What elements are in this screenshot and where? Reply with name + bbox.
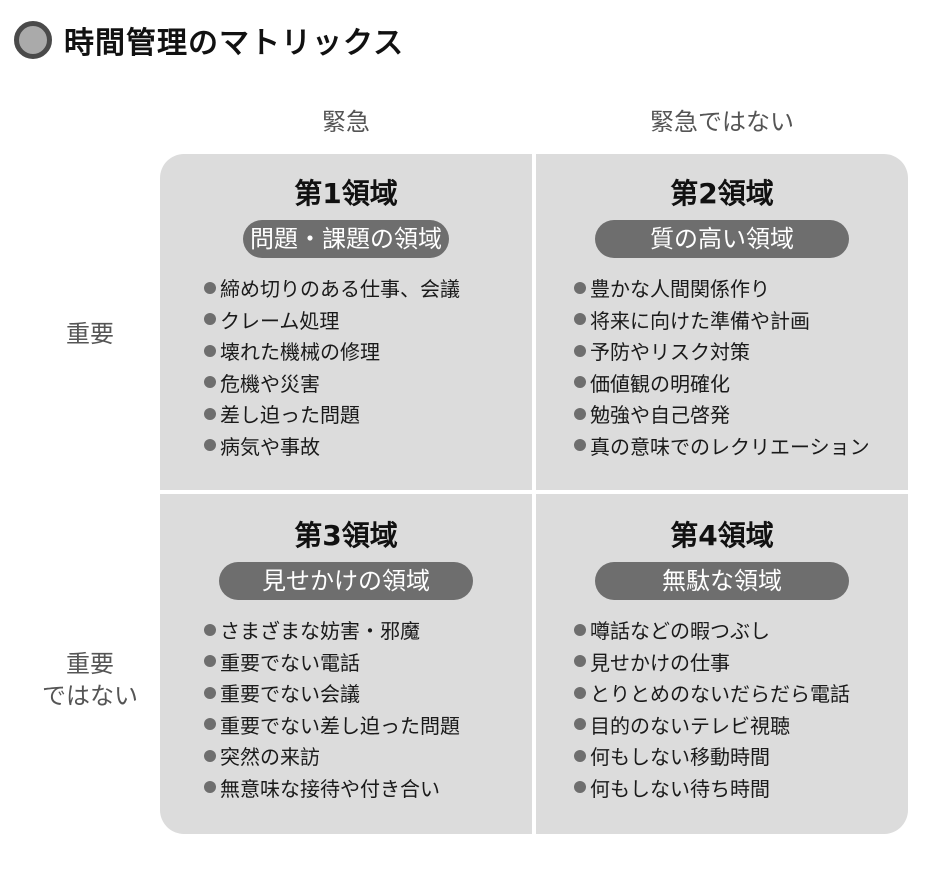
bullet-icon	[204, 623, 216, 636]
bullet-icon	[574, 281, 586, 294]
list-item: とりとめのないだらだら電話	[574, 677, 850, 709]
list-item: 噂話などの暇つぶし	[574, 614, 850, 646]
list-item: 勉強や自己啓発	[574, 398, 870, 430]
list-item: 何もしない移動時間	[574, 740, 850, 772]
list-item: 重要でない電話	[204, 646, 460, 678]
quadrant-2: 第2領域 質の高い領域 豊かな人間関係作り 将来に向けた準備や計画 予防やリスク…	[536, 154, 908, 490]
bullet-icon	[574, 439, 586, 452]
bullet-icon	[204, 407, 216, 420]
quadrant-tag: 質の高い領域	[595, 220, 849, 258]
bullet-icon	[204, 718, 216, 731]
list-item-text: 予防やリスク対策	[590, 340, 750, 365]
bullet-icon	[204, 655, 216, 668]
quadrant-title: 第4領域	[670, 519, 774, 552]
list-item-text: さまざまな妨害・邪魔	[220, 619, 420, 644]
list-item-text: 危機や災害	[220, 371, 320, 396]
list-item-text: 壊れた機械の修理	[220, 340, 380, 365]
bullet-icon	[204, 281, 216, 294]
list-item: 無意味な接待や付き合い	[204, 772, 460, 804]
quadrant-title: 第2領域	[670, 177, 774, 210]
list-item-text: 将来に向けた準備や計画	[590, 308, 810, 333]
list-item-text: 何もしない移動時間	[590, 745, 770, 770]
quadrant-1: 第1領域 問題・課題の領域 締め切りのある仕事、会議 クレーム処理 壊れた機械の…	[160, 154, 532, 490]
bullet-icon	[204, 344, 216, 357]
column-label-urgent: 緊急	[322, 108, 370, 136]
list-item-text: とりとめのないだらだら電話	[590, 682, 850, 707]
bullet-icon	[204, 376, 216, 389]
row-label-important: 重要	[20, 318, 160, 350]
list-item-text: 重要でない差し迫った問題	[220, 713, 460, 738]
list-item: 何もしない待ち時間	[574, 772, 850, 804]
quadrant-3: 第3領域 見せかけの領域 さまざまな妨害・邪魔 重要でない電話 重要でない会議 …	[160, 494, 532, 834]
list-item: 壊れた機械の修理	[204, 335, 460, 367]
list-item-text: 真の意味でのレクリエーション	[590, 434, 870, 459]
list-item: 差し迫った問題	[204, 398, 460, 430]
list-item-text: 噂話などの暇つぶし	[590, 619, 770, 644]
quadrant-tag: 問題・課題の領域	[243, 220, 449, 258]
page-title-area: 時間管理のマトリックス	[14, 18, 404, 62]
list-item: 病気や事故	[204, 430, 460, 462]
list-item-text: 目的のないテレビ視聴	[590, 713, 790, 738]
list-item: 価値観の明確化	[574, 367, 870, 399]
bullet-icon	[574, 344, 586, 357]
list-item-text: 価値観の明確化	[590, 371, 730, 396]
list-item: 突然の来訪	[204, 740, 460, 772]
list-item-text: 重要でない会議	[220, 682, 360, 707]
bullet-icon	[204, 749, 216, 762]
list-item: 予防やリスク対策	[574, 335, 870, 367]
quadrant-tag: 無駄な領域	[595, 562, 849, 600]
list-item-text: 何もしない待ち時間	[590, 776, 770, 801]
quadrant-item-list: 噂話などの暇つぶし 見せかけの仕事 とりとめのないだらだら電話 目的のないテレビ…	[574, 614, 850, 803]
list-item-text: 締め切りのある仕事、会議	[220, 277, 460, 302]
list-item: 重要でない会議	[204, 677, 460, 709]
quadrant-title: 第3領域	[294, 519, 398, 552]
bullet-icon	[574, 781, 586, 794]
list-item: 豊かな人間関係作り	[574, 272, 870, 304]
list-item: 将来に向けた準備や計画	[574, 304, 870, 336]
quadrant-title: 第1領域	[294, 177, 398, 210]
row-label-not-important-line1: 重要	[66, 650, 114, 678]
bullet-icon	[574, 313, 586, 326]
list-item: 危機や災害	[204, 367, 460, 399]
list-item-text: クレーム処理	[220, 308, 340, 333]
bullet-icon	[574, 376, 586, 389]
list-item-text: 勉強や自己啓発	[590, 403, 730, 428]
quadrant-item-list: さまざまな妨害・邪魔 重要でない電話 重要でない会議 重要でない差し迫った問題 …	[204, 614, 460, 803]
bullet-icon	[204, 313, 216, 326]
circle-bullet-icon	[14, 21, 52, 59]
row-label-important-text: 重要	[66, 320, 114, 348]
row-label-not-important: 重要 ではない	[20, 648, 160, 712]
list-item-text: 重要でない電話	[220, 650, 360, 675]
bullet-icon	[574, 749, 586, 762]
list-item: 真の意味でのレクリエーション	[574, 430, 870, 462]
list-item: さまざまな妨害・邪魔	[204, 614, 460, 646]
list-item: 締め切りのある仕事、会議	[204, 272, 460, 304]
quadrant-4: 第4領域 無駄な領域 噂話などの暇つぶし 見せかけの仕事 とりとめのないだらだら…	[536, 494, 908, 834]
list-item-text: 病気や事故	[220, 434, 320, 459]
bullet-icon	[574, 686, 586, 699]
list-item: 重要でない差し迫った問題	[204, 709, 460, 741]
list-item-text: 無意味な接待や付き合い	[220, 776, 440, 801]
bullet-icon	[574, 655, 586, 668]
list-item-text: 差し迫った問題	[220, 403, 360, 428]
list-item-text: 見せかけの仕事	[590, 650, 730, 675]
list-item-text: 豊かな人間関係作り	[590, 277, 770, 302]
time-management-matrix: 第1領域 問題・課題の領域 締め切りのある仕事、会議 クレーム処理 壊れた機械の…	[160, 154, 908, 834]
bullet-icon	[574, 623, 586, 636]
list-item: クレーム処理	[204, 304, 460, 336]
bullet-icon	[204, 686, 216, 699]
list-item: 見せかけの仕事	[574, 646, 850, 678]
list-item: 目的のないテレビ視聴	[574, 709, 850, 741]
quadrant-tag: 見せかけの領域	[219, 562, 473, 600]
page-title: 時間管理のマトリックス	[64, 26, 405, 61]
bullet-icon	[574, 407, 586, 420]
list-item-text: 突然の来訪	[220, 745, 320, 770]
bullet-icon	[574, 718, 586, 731]
quadrant-item-list: 豊かな人間関係作り 将来に向けた準備や計画 予防やリスク対策 価値観の明確化 勉…	[574, 272, 870, 461]
bullet-icon	[204, 781, 216, 794]
row-label-not-important-line2: ではない	[42, 682, 138, 710]
bullet-icon	[204, 439, 216, 452]
column-label-not-urgent: 緊急ではない	[650, 108, 794, 136]
quadrant-item-list: 締め切りのある仕事、会議 クレーム処理 壊れた機械の修理 危機や災害 差し迫った…	[204, 272, 460, 461]
